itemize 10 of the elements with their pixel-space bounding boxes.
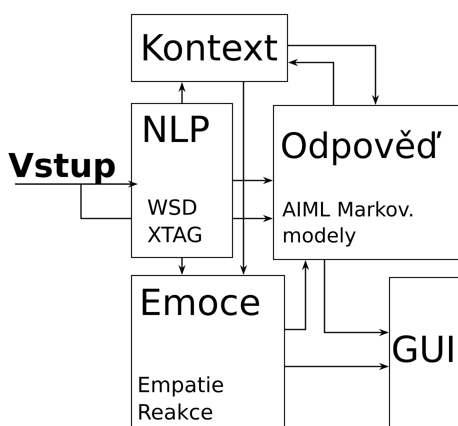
box-title: Odpověď: [282, 130, 442, 166]
box-text: WSD XTAG: [148, 199, 201, 242]
input-label: Vstup: [8, 152, 115, 184]
box-title: Emoce: [142, 288, 260, 316]
box-text: AIML Markov. modely: [282, 201, 412, 247]
box-title: NLP: [144, 116, 209, 142]
box-title: Kontext: [144, 34, 278, 61]
connector-line: [80, 184, 131, 220]
box-title: GUI: [393, 335, 453, 362]
box-text: Empatie Reakce: [139, 376, 224, 420]
